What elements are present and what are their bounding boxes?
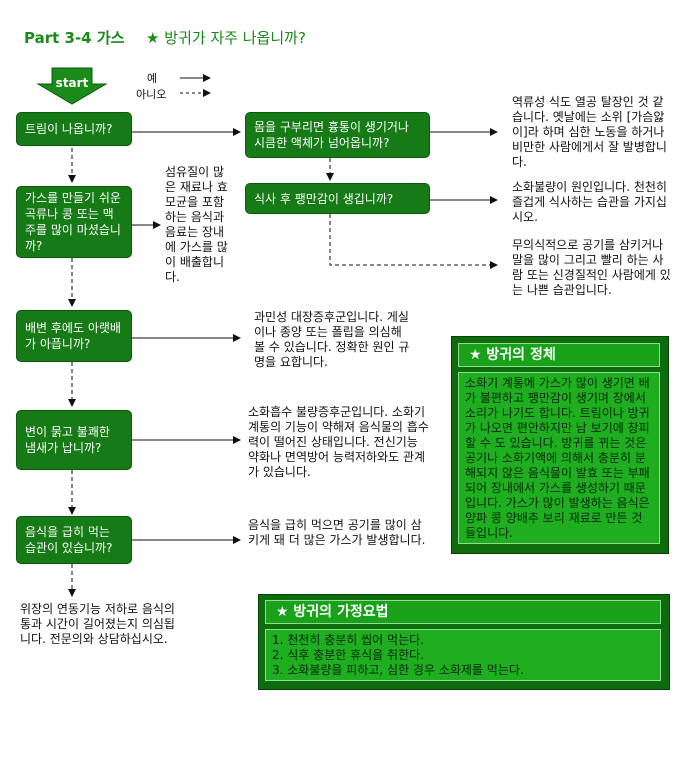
tip-item: 2. 식후 충분한 휴식을 취한다. [272, 648, 424, 662]
question-loose-stool[interactable]: 변이 묽고 불쾌한 냄새가 납니까? [16, 410, 132, 470]
start-arrow-shape [36, 67, 108, 105]
tips-box-title: ★ 방귀의 가정요법 [265, 600, 661, 624]
note-fiber: 섬유질이 많은 재료나 효모균을 포함하는 음식과 음료는 장내에 가스를 많이… [165, 165, 228, 284]
question-abdominal-pain[interactable]: 배변 후에도 아랫배가 아픕니까? [16, 310, 132, 362]
tip-item: 3. 소화불량을 피하고, 심한 경우 소화제를 먹는다. [272, 663, 524, 677]
note-reflux: 역류성 식도 열공 탈장인 것 같습니다. 옛날에는 소위 [가슴앓이]라 하며… [512, 95, 667, 169]
note-ibs: 과민성 대장증후군입니다. 게실이나 종양 또는 폴립을 의심해 볼 수 있습니… [254, 310, 410, 369]
info-box-title: ★ 방귀의 정체 [458, 343, 660, 367]
question-gas-foods[interactable]: 가스를 만들기 쉬운 곡류나 콩 또는 맥주를 많이 마셨습니까? [16, 186, 132, 258]
question-bloating[interactable]: 식사 후 팽만감이 생깁니까? [245, 183, 430, 214]
legend-no-label: 아니오 [136, 88, 167, 101]
question-chest-pain[interactable]: 몸을 구부리면 흉통이 생기거나 시큼한 액체가 넘어옵니까? [245, 112, 430, 158]
legend-yes-label: 예 [147, 72, 158, 85]
note-aerophagia: 무의식적으로 공기를 삼키거나 말을 많이 그리고 빨리 하는 사람 또는 신경… [512, 238, 671, 297]
tips-box-body: 1. 천천히 충분히 씹어 먹는다. 2. 식후 충분한 휴식을 취한다. 3.… [265, 629, 661, 681]
start-label: start [55, 76, 89, 90]
note-malabsorption: 소화흡수 불량증후군입니다. 소화기 계통의 기능이 약해져 음식물의 흡수력이… [248, 405, 429, 479]
question-burping[interactable]: 트림이 나옵니까? [16, 112, 132, 146]
page-title: Part 3-4 가스 [24, 29, 125, 47]
note-indigestion: 소화불량이 원인입니다. 천천히 즐겁게 식사하는 습관을 가지십시오. [512, 180, 667, 224]
question-fast-eating[interactable]: 음식을 급히 먹는 습관이 있습니까? [16, 516, 132, 564]
page-subtitle: ★ 방귀가 자주 나옵니까? [146, 29, 306, 47]
tip-item: 1. 천천히 충분히 씹어 먹는다. [272, 633, 424, 647]
q7-no-arrow [329, 214, 498, 269]
info-box-body: 소화기 계통에 가스가 많이 생기면 배가 불편하고 팽만감이 생기며 장에서 … [458, 372, 660, 544]
note-final: 위장의 연동기능 저하로 음식의 통과 시간이 길어졌는지 의심됩니다. 전문의… [20, 602, 175, 646]
note-fast-eating: 음식을 급히 먹으면 공기를 많이 삼키게 돼 더 많은 가스가 발생합니다. [248, 518, 426, 547]
